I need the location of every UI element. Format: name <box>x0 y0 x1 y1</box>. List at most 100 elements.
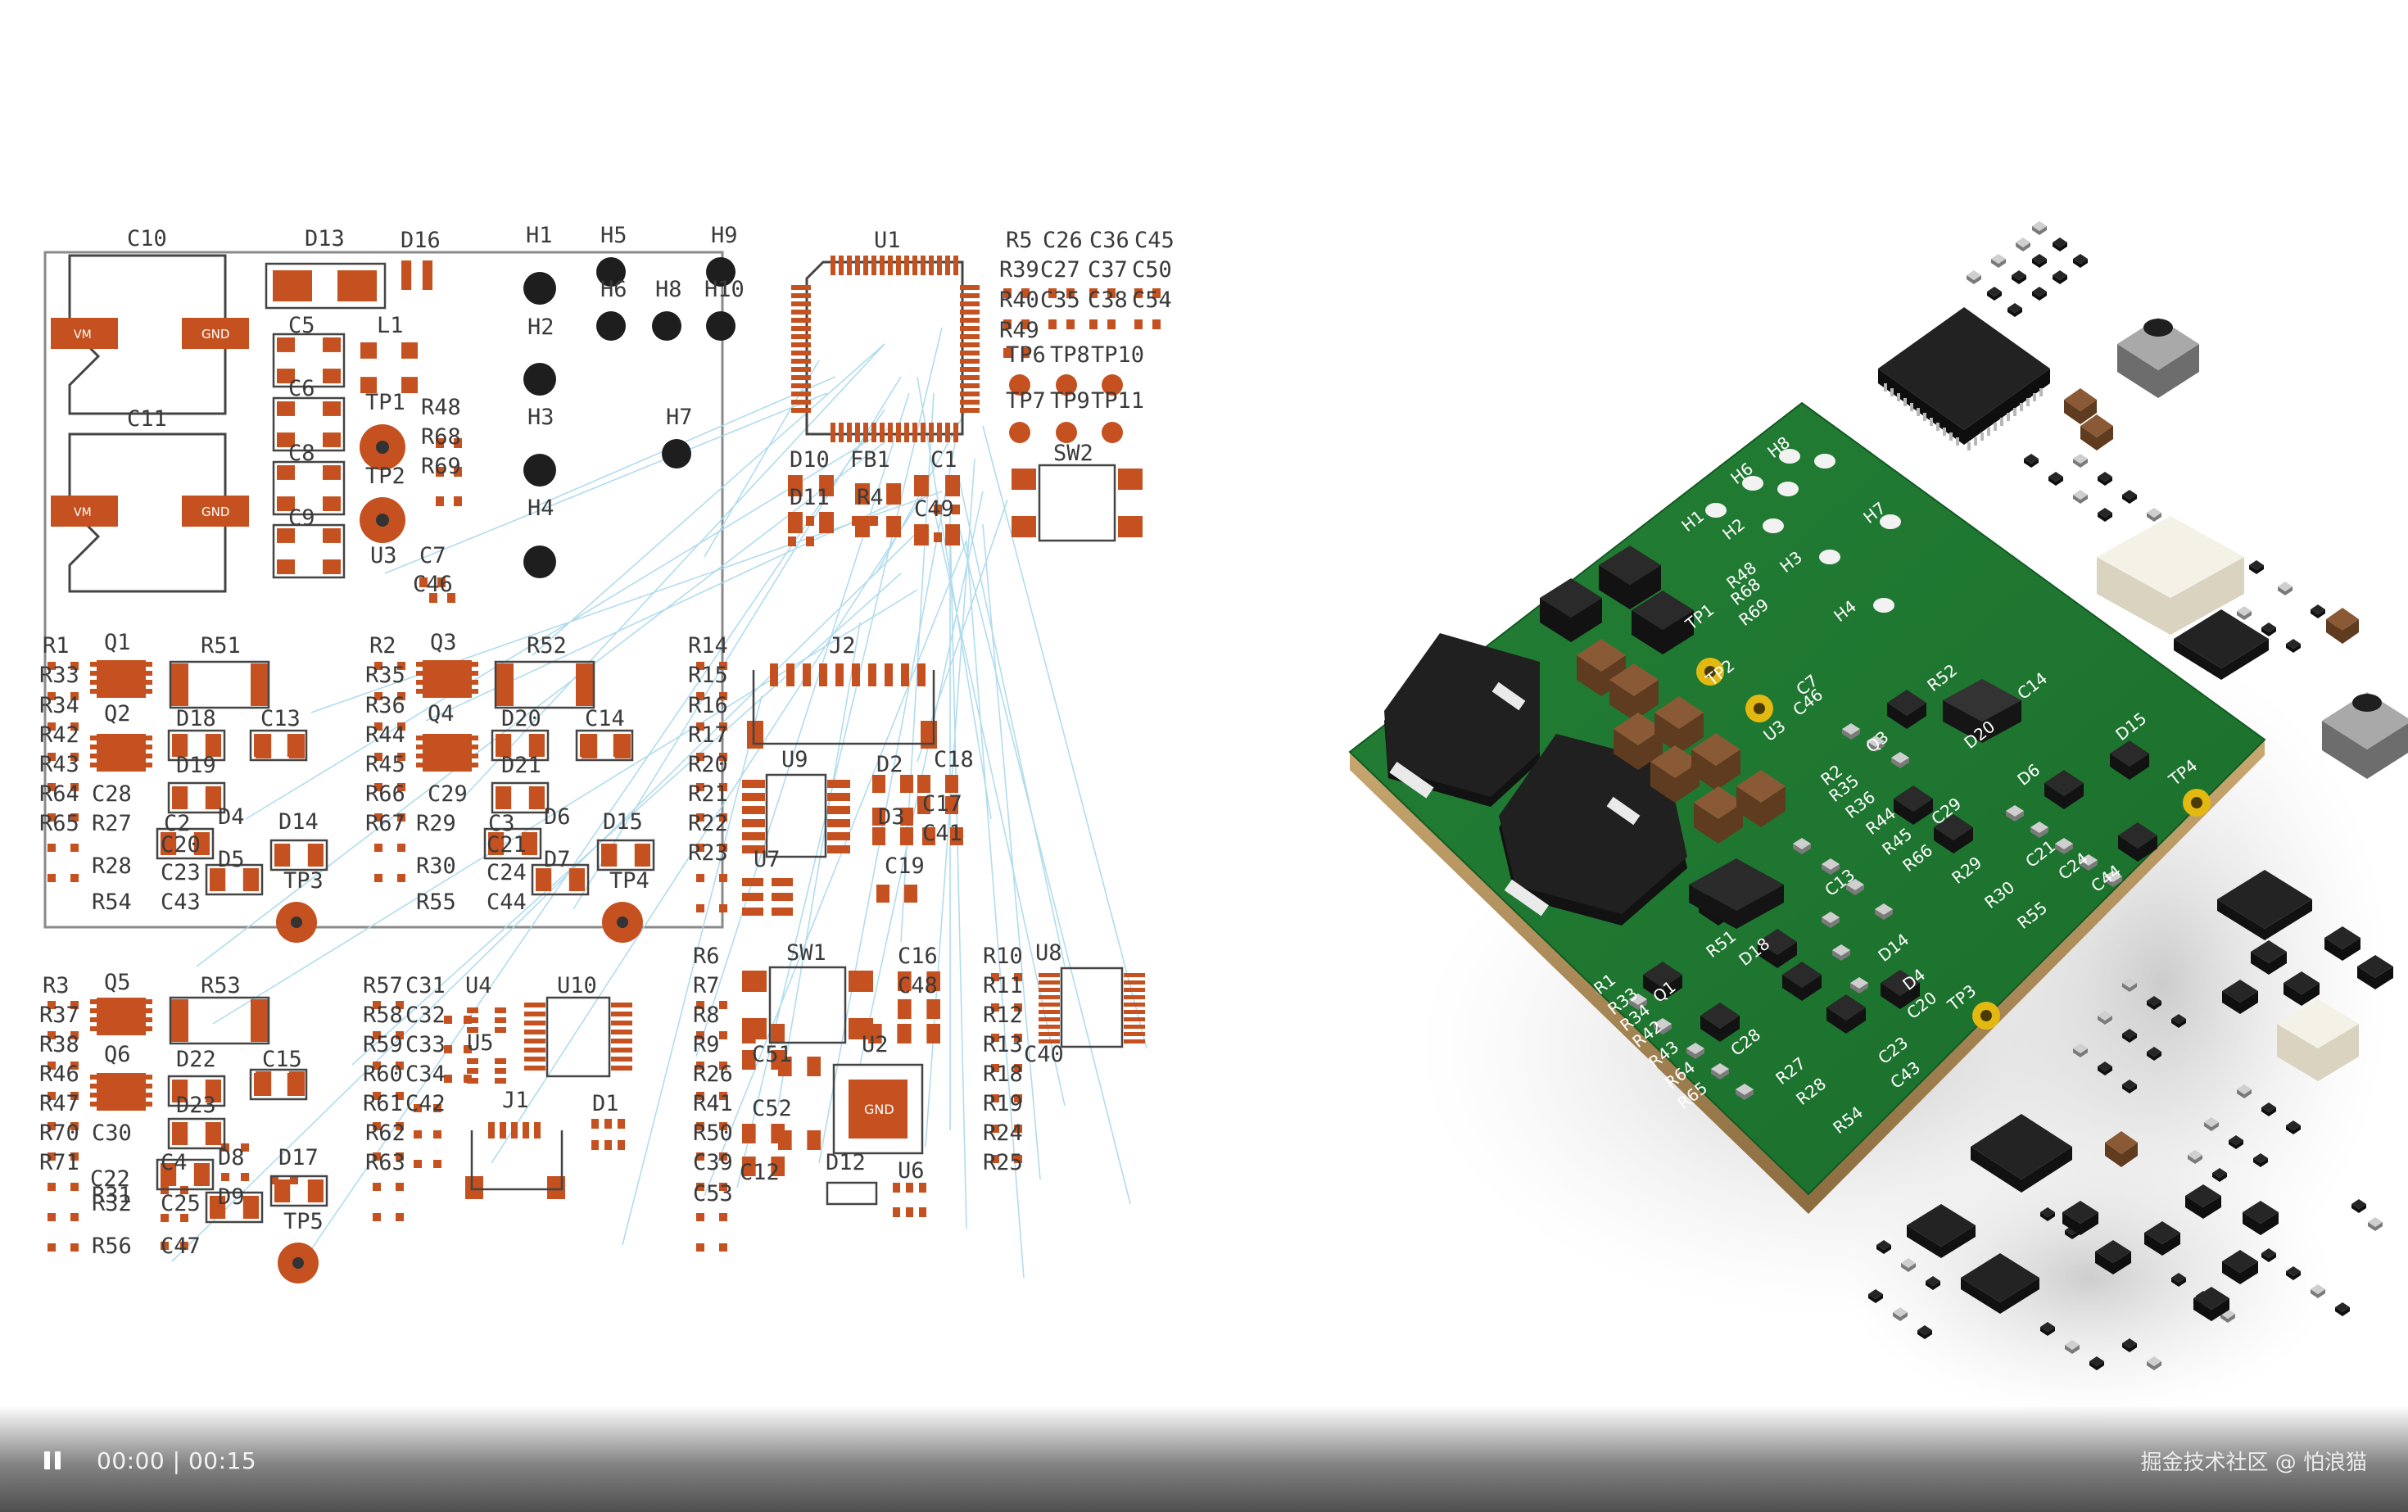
ref-label: R19 <box>983 1091 1023 1116</box>
ref-label: R65 <box>39 811 79 836</box>
chip-u2: GND <box>832 1063 924 1155</box>
ref-label: R40 <box>999 287 1039 313</box>
ref-label: L1 <box>377 313 404 338</box>
ref-label: R69 <box>421 454 461 479</box>
ref-label: D11 <box>790 485 830 510</box>
ref-label: R11 <box>983 973 1023 998</box>
ref-label: R54 <box>92 890 132 915</box>
ref-label: R32 <box>92 1191 132 1216</box>
ref-label: R56 <box>92 1234 132 1259</box>
ref-label: C29 <box>428 781 468 807</box>
ref-label: C10 <box>127 226 167 251</box>
pad-vm-1: VM <box>74 328 92 342</box>
ref-label: R53 <box>201 973 241 998</box>
ref-label: D4 <box>218 804 245 830</box>
ref-label: D13 <box>305 226 345 251</box>
ref-label: R63 <box>365 1150 405 1175</box>
ref-label: R29 <box>416 811 456 836</box>
pad-gnd-2: GND <box>201 505 229 519</box>
ref-label: R4 <box>857 485 884 510</box>
ref-label: C45 <box>1134 228 1175 253</box>
ref-label: Q1 <box>104 630 131 655</box>
ref-label: C12 <box>740 1160 780 1185</box>
ref-label: D6 <box>544 804 571 830</box>
ref-label: TP2 <box>365 464 405 489</box>
ref-label: C35 <box>1040 287 1080 313</box>
ref-label: C6 <box>288 376 315 401</box>
ref-label: H10 <box>704 277 745 302</box>
ref-label: J1 <box>502 1088 529 1113</box>
duration: 00:15 <box>188 1447 257 1474</box>
ref-label: R42 <box>39 722 79 748</box>
ref-label: C21 <box>487 832 527 858</box>
ref-label: R3 <box>43 973 70 998</box>
ref-label: R35 <box>365 663 405 688</box>
test-points <box>276 374 1123 1283</box>
ref-label: H2 <box>527 315 554 340</box>
chip-u1 <box>791 256 980 442</box>
ref-label: H9 <box>711 223 738 248</box>
ref-label: H3 <box>527 405 554 430</box>
ref-label: Q4 <box>428 701 455 727</box>
ref-label: C48 <box>898 973 938 998</box>
ref-label: C13 <box>260 706 301 731</box>
ref-label: D16 <box>401 228 441 253</box>
ref-label: R24 <box>983 1120 1023 1146</box>
ref-label: C51 <box>752 1042 792 1067</box>
ref-label: C26 <box>1043 228 1083 253</box>
ref-label: H5 <box>600 223 627 248</box>
ref-label: R6 <box>693 944 720 969</box>
svg-text:GND: GND <box>864 1102 894 1117</box>
ref-label: C25 <box>161 1191 201 1216</box>
ref-label: U6 <box>898 1158 925 1184</box>
pause-button[interactable] <box>36 1445 69 1478</box>
ref-label: R22 <box>688 811 728 836</box>
ref-label: U2 <box>862 1032 889 1057</box>
ref-label: C47 <box>161 1234 201 1259</box>
ref-label: R16 <box>688 693 728 718</box>
ref-label: SW1 <box>786 940 826 966</box>
ref-label: D2 <box>876 752 903 777</box>
ref-label: C20 <box>161 832 201 858</box>
ref-label: D7 <box>544 847 571 872</box>
ref-label: R23 <box>688 840 728 866</box>
ref-label: R31 <box>92 1183 132 1208</box>
ref-label: R70 <box>39 1120 79 1146</box>
ref-label: C52 <box>752 1096 792 1121</box>
current-time: 00:00 <box>97 1447 165 1474</box>
ref-label: D3 <box>878 804 905 830</box>
pause-icon-bar <box>55 1451 61 1469</box>
ref-label: R50 <box>693 1120 733 1146</box>
footprint-outlines <box>156 262 1124 1224</box>
ref-label: C30 <box>92 1120 132 1146</box>
ref-label: R18 <box>983 1062 1023 1087</box>
ref-label: U9 <box>781 747 808 772</box>
ref-label: D5 <box>218 847 245 872</box>
ref-label: C44 <box>487 890 527 915</box>
ref-label: TP9 <box>1050 388 1090 414</box>
ref-label: C41 <box>922 821 962 846</box>
ref-label: D17 <box>278 1145 319 1170</box>
ref-label: TP7 <box>1006 388 1046 414</box>
board-components <box>1540 545 2157 1100</box>
ref-label: R33 <box>39 663 79 688</box>
ref-label: R52 <box>527 633 567 659</box>
ref-label: D19 <box>176 753 216 778</box>
ref-label: D8 <box>218 1145 245 1170</box>
ref-label: R66 <box>365 781 405 807</box>
ref-label: H8 <box>655 277 682 302</box>
ref-label: H6 <box>600 277 627 302</box>
ref-label: R2 <box>369 633 396 659</box>
ref-label: C4 <box>161 1150 188 1175</box>
ref-label: R15 <box>688 663 728 688</box>
ref-label: D20 <box>501 706 541 731</box>
ref-label: C9 <box>288 505 315 531</box>
ref-label: U10 <box>557 973 597 998</box>
ref-label: C8 <box>288 441 315 466</box>
ref-label: R51 <box>201 633 241 659</box>
ref-label: J2 <box>829 633 856 659</box>
ref-label: C23 <box>161 860 201 885</box>
ref-label: C11 <box>127 406 167 432</box>
ref-label: R43 <box>39 752 79 777</box>
